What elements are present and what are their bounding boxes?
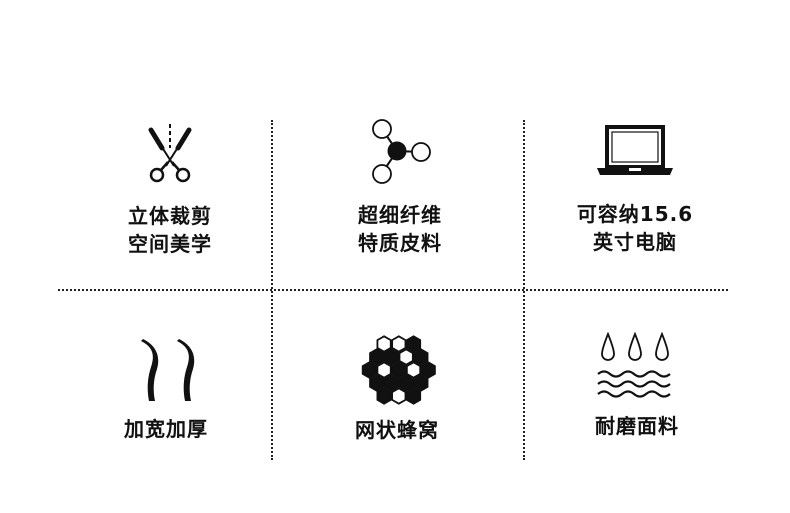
feature-label-line2: 空间美学 (128, 232, 212, 256)
feature-label-line1: 立体裁剪 (128, 204, 212, 228)
feature-cell-honeycomb: 网状蜂窝 (297, 330, 497, 444)
feature-label-line1: 网状蜂窝 (355, 418, 439, 442)
feature-cell-water: 耐磨面料 (537, 332, 737, 440)
honeycomb-cell (398, 348, 414, 366)
honeycomb-icon (361, 335, 436, 405)
honeycomb-cell (405, 335, 422, 353)
feature-cell-laptop: 可容纳15.6 英寸电脑 (535, 124, 735, 256)
honeycomb-cell (391, 335, 407, 353)
honeycomb-cell (369, 374, 385, 392)
padding-icon (141, 339, 195, 401)
feature-label-line2: 英寸电脑 (593, 230, 677, 254)
water-drops-icon (597, 332, 671, 398)
honeycomb-cell (376, 361, 392, 379)
feature-cell-padding: 加宽加厚 (66, 337, 266, 443)
honeycomb-cell (391, 361, 407, 379)
honeycomb-cell (413, 374, 429, 392)
grid-divider-horizontal (58, 289, 728, 291)
honeycomb-cell (369, 348, 385, 366)
honeycomb-cell (405, 387, 422, 405)
honeycomb-cell (376, 387, 392, 405)
feature-cell-cutting: 立体裁剪 空间美学 (70, 122, 270, 258)
honeycomb-cell (376, 335, 392, 353)
feature-label-line2: 特质皮料 (358, 231, 442, 255)
honeycomb-cell (383, 348, 400, 366)
feature-label-line1: 可容纳15.6 (576, 202, 694, 226)
feature-label-line1: 加宽加厚 (124, 417, 208, 441)
feature-label-line1: 耐磨面料 (595, 414, 679, 438)
feature-label-line1: 超细纤维 (358, 203, 442, 227)
honeycomb-cell (420, 361, 436, 379)
honeycomb-cell (383, 374, 400, 392)
laptop-icon (597, 125, 673, 175)
feature-cell-microfiber: 超细纤维 特质皮料 (300, 118, 500, 257)
honeycomb-cell (361, 361, 377, 379)
honeycomb-cell (398, 374, 414, 392)
honeycomb-cell (413, 348, 429, 366)
honeycomb-cell (405, 361, 422, 379)
scissors-icon (148, 124, 192, 183)
molecule-icon (372, 119, 431, 184)
honeycomb-cell (391, 387, 407, 405)
